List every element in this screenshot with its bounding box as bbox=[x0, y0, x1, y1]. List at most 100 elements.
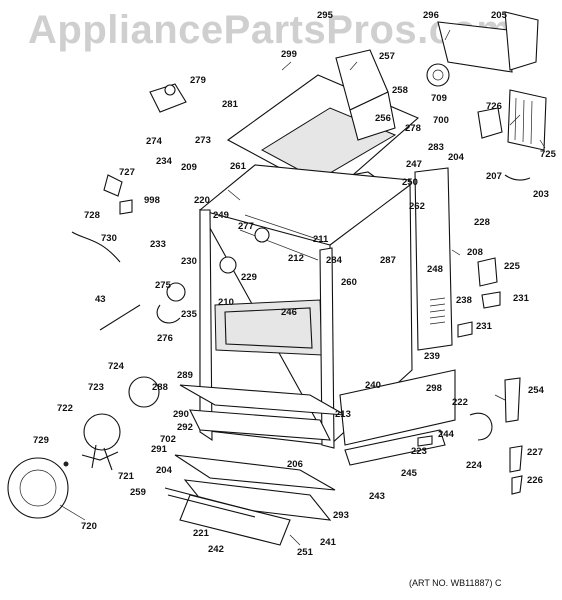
part-label-222: 222 bbox=[452, 397, 468, 408]
part-label-723: 723 bbox=[88, 382, 104, 393]
part-label-728: 728 bbox=[84, 210, 100, 221]
part-label-250: 250 bbox=[402, 177, 418, 188]
part-label-274: 274 bbox=[146, 136, 162, 147]
part-label-238: 238 bbox=[456, 295, 472, 306]
part-label-240: 240 bbox=[365, 380, 381, 391]
part-label-295: 295 bbox=[317, 10, 333, 21]
left-small-parts bbox=[71, 83, 187, 331]
part-label-279: 279 bbox=[190, 75, 206, 86]
part-label-233: 233 bbox=[150, 239, 166, 250]
part-label-212: 212 bbox=[288, 253, 304, 264]
part-label-998: 998 bbox=[144, 195, 160, 206]
part-label-243: 243 bbox=[369, 491, 385, 502]
part-label-206: 206 bbox=[287, 459, 303, 470]
part-label-224: 224 bbox=[466, 460, 482, 471]
part-label-709: 709 bbox=[431, 93, 447, 104]
part-label-277: 277 bbox=[238, 221, 254, 232]
part-label-203: 203 bbox=[533, 189, 549, 200]
part-label-204: 204 bbox=[448, 152, 464, 163]
part-label-208: 208 bbox=[467, 247, 483, 258]
part-label-721: 721 bbox=[118, 471, 134, 482]
part-label-223: 223 bbox=[411, 446, 427, 457]
part-label-296: 296 bbox=[423, 10, 439, 21]
part-label-276: 276 bbox=[157, 333, 173, 344]
part-label-244: 244 bbox=[438, 429, 454, 440]
part-label-248: 248 bbox=[427, 264, 443, 275]
part-label-722: 722 bbox=[57, 403, 73, 414]
part-label-726: 726 bbox=[486, 101, 502, 112]
right-small-parts bbox=[417, 174, 531, 495]
convection-fan bbox=[7, 376, 160, 519]
part-label-729: 729 bbox=[33, 435, 49, 446]
part-label-245: 245 bbox=[401, 468, 417, 479]
part-label-257: 257 bbox=[379, 51, 395, 62]
part-label-221: 221 bbox=[193, 528, 209, 539]
part-label-702: 702 bbox=[160, 434, 176, 445]
part-label-261: 261 bbox=[230, 161, 246, 172]
part-label-231b: 231 bbox=[476, 321, 492, 332]
part-label-204b: 204 bbox=[156, 465, 172, 476]
part-label-231: 231 bbox=[513, 293, 529, 304]
part-label-287: 287 bbox=[380, 255, 396, 266]
watermark: AppliancePartsPros.com bbox=[28, 8, 513, 52]
part-label-284: 284 bbox=[326, 255, 342, 266]
part-label-242: 242 bbox=[208, 544, 224, 555]
part-label-299: 299 bbox=[281, 49, 297, 60]
part-label-293: 293 bbox=[333, 510, 349, 521]
part-label-227: 227 bbox=[527, 447, 543, 458]
rear-vent-bracket bbox=[426, 11, 539, 87]
part-label-730: 730 bbox=[101, 233, 117, 244]
part-label-298: 298 bbox=[426, 383, 442, 394]
part-label-278: 278 bbox=[405, 123, 421, 134]
part-label-727: 727 bbox=[119, 167, 135, 178]
oven-body bbox=[198, 164, 413, 449]
broiler-section bbox=[164, 384, 346, 546]
part-label-205: 205 bbox=[491, 10, 507, 21]
part-label-290: 290 bbox=[173, 409, 189, 420]
part-label-289: 289 bbox=[177, 370, 193, 381]
part-label-291: 291 bbox=[151, 444, 167, 455]
part-label-251: 251 bbox=[297, 547, 313, 558]
part-label-246: 246 bbox=[281, 307, 297, 318]
part-label-258: 258 bbox=[392, 85, 408, 96]
part-label-700: 700 bbox=[433, 115, 449, 126]
leader-lines bbox=[59, 29, 546, 546]
part-label-283: 283 bbox=[428, 142, 444, 153]
part-label-225: 225 bbox=[504, 261, 520, 272]
part-label-241: 241 bbox=[320, 537, 336, 548]
part-label-292: 292 bbox=[177, 422, 193, 433]
part-label-226: 226 bbox=[527, 475, 543, 486]
part-label-259: 259 bbox=[130, 487, 146, 498]
part-label-209: 209 bbox=[181, 162, 197, 173]
right-side-panel bbox=[414, 167, 453, 351]
control-box bbox=[477, 89, 547, 151]
part-label-249: 249 bbox=[213, 210, 229, 221]
part-label-210: 210 bbox=[218, 297, 234, 308]
part-label-720: 720 bbox=[81, 521, 97, 532]
art-number: (ART NO. WB11887) C bbox=[409, 578, 502, 588]
part-label-220: 220 bbox=[194, 195, 210, 206]
part-label-234: 234 bbox=[156, 156, 172, 167]
part-label-43: 43 bbox=[95, 294, 106, 305]
part-label-724: 724 bbox=[108, 361, 124, 372]
part-label-207: 207 bbox=[486, 171, 502, 182]
part-label-288: 288 bbox=[152, 382, 168, 393]
part-label-229: 229 bbox=[241, 272, 257, 283]
part-label-228: 228 bbox=[474, 217, 490, 228]
part-label-247: 247 bbox=[406, 159, 422, 170]
part-label-256: 256 bbox=[375, 113, 391, 124]
part-label-230: 230 bbox=[181, 256, 197, 267]
part-label-262: 262 bbox=[409, 201, 425, 212]
part-label-273: 273 bbox=[195, 135, 211, 146]
part-label-725: 725 bbox=[540, 149, 556, 160]
part-label-260: 260 bbox=[341, 277, 357, 288]
part-label-213: 213 bbox=[335, 409, 351, 420]
part-label-281: 281 bbox=[222, 99, 238, 110]
flue-duct bbox=[335, 49, 396, 141]
part-label-254: 254 bbox=[528, 385, 544, 396]
part-label-275: 275 bbox=[155, 280, 171, 291]
part-label-235: 235 bbox=[181, 309, 197, 320]
part-label-211: 211 bbox=[313, 234, 329, 245]
part-label-239: 239 bbox=[424, 351, 440, 362]
